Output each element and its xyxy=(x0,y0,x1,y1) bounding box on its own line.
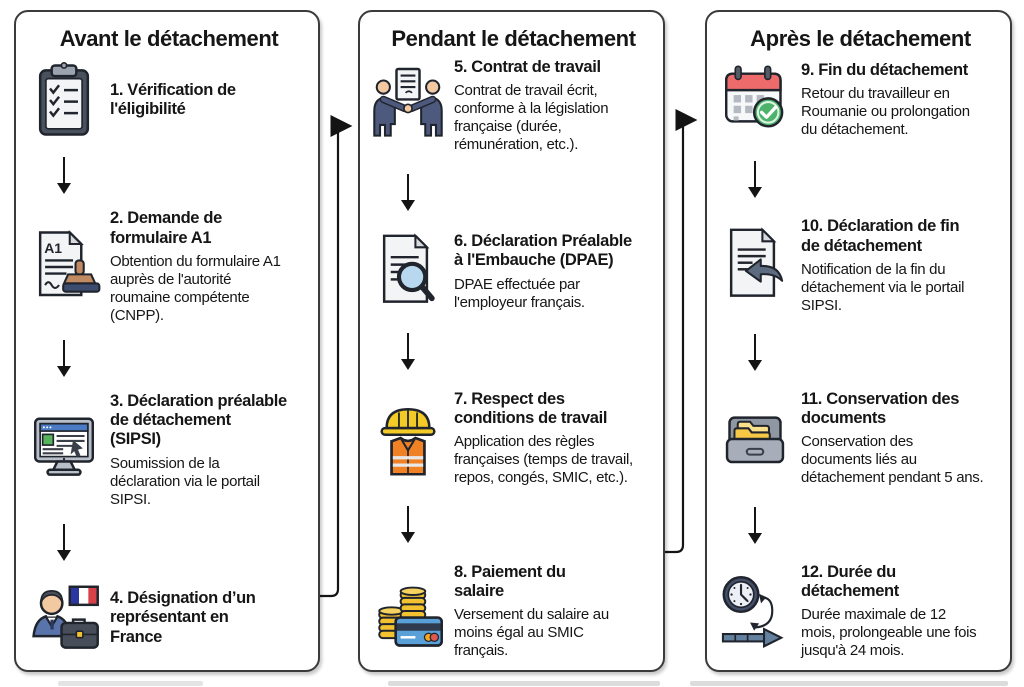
step-text: 7. Respect des conditions de travail App… xyxy=(454,390,657,487)
down-arrow-icon xyxy=(717,333,793,371)
step-3: 3. Déclaration préalable de détachement … xyxy=(26,392,312,508)
clipboard-checklist-icon xyxy=(26,58,102,142)
step-title: 9. Fin du détachement xyxy=(801,60,968,79)
computer-portal-icon xyxy=(26,408,102,492)
panel-title: Après le détachement xyxy=(750,26,971,51)
panel-avant: Avant le détachement xyxy=(14,10,320,672)
step-11: 11. Conservation des documents Conservat… xyxy=(717,390,1004,487)
step-text: 5. Contrat de travail Contrat de travail… xyxy=(454,58,657,154)
step-text: 4. Désignation d’un représentant en Fran… xyxy=(110,589,312,646)
step-body: Application des règles françaises (temps… xyxy=(454,432,633,486)
step-12: 12. Durée du détachement Durée maximale … xyxy=(717,563,1004,660)
step-6: 6. Déclaration Préalable à l'Embauche (D… xyxy=(370,230,657,314)
panel-pendant: Pendant le détachement xyxy=(358,10,665,672)
steps-pendant: 5. Contrat de travail Contrat de travail… xyxy=(370,58,657,660)
connector-avant-to-pendant xyxy=(320,115,353,598)
archive-folders-icon xyxy=(717,397,793,481)
step-2: A1 2. Demande de formulaire A1 Obtention… xyxy=(26,209,312,324)
step-title: 7. Respect des conditions de travail xyxy=(454,389,608,427)
down-arrow-icon xyxy=(370,333,446,371)
down-arrow-icon xyxy=(370,173,446,211)
representative-french-flag-icon xyxy=(26,576,102,660)
step-body: DPAE effectuée par l'employeur français. xyxy=(454,275,585,311)
down-arrow-icon xyxy=(370,506,446,544)
step-title: 8. Paiement du salaire xyxy=(454,562,566,600)
step-text: 9. Fin du détachement Retour du travaill… xyxy=(801,61,1004,139)
a1-form-stamp-icon: A1 xyxy=(26,225,102,309)
document-magnifier-icon xyxy=(370,230,446,314)
step-title: 12. Durée du détachement xyxy=(801,562,899,600)
step-8: 8. Paiement du salaire Versement du sala… xyxy=(370,563,657,660)
step-title: 4. Désignation d’un représentant en Fran… xyxy=(110,589,256,646)
connector-pendant-to-apres xyxy=(665,109,698,554)
step-title: 5. Contrat de travail xyxy=(454,58,601,76)
step-10: 10. Déclaration de fin de détachement No… xyxy=(717,217,1004,314)
handshake-contract-icon xyxy=(370,64,446,148)
step-text: 10. Déclaration de fin de détachement No… xyxy=(801,217,1004,314)
step-text: 6. Déclaration Préalable à l'Embauche (D… xyxy=(454,232,657,311)
step-body: Contrat de travail écrit, conforme à la … xyxy=(454,82,609,154)
step-title: 2. Demande de formulaire A1 xyxy=(110,209,222,247)
down-arrow-icon xyxy=(26,339,102,377)
step-body: Obtention du formulaire A1 auprès de l'a… xyxy=(110,252,281,324)
panel-title: Avant le détachement xyxy=(59,26,279,51)
bottom-watermark-strip xyxy=(58,681,203,686)
steps-avant: 1. Vérification de l'éligibilité A1 xyxy=(26,58,312,660)
step-1: 1. Vérification de l'éligibilité xyxy=(26,58,312,142)
panel-title: Pendant le détachement xyxy=(391,26,636,51)
step-title: 1. Vérification de l'éligibilité xyxy=(110,80,236,118)
steps-apres: 9. Fin du détachement Retour du travaill… xyxy=(717,58,1004,660)
document-return-arrow-icon xyxy=(717,224,793,308)
step-text: 2. Demande de formulaire A1 Obtention du… xyxy=(110,209,312,324)
coins-bank-card-icon xyxy=(370,569,446,653)
step-text: 8. Paiement du salaire Versement du sala… xyxy=(454,563,657,660)
step-7: 7. Respect des conditions de travail App… xyxy=(370,390,657,487)
calendar-check-icon xyxy=(717,58,793,142)
step-body: Versement du salaire au moins égal au SM… xyxy=(454,605,609,659)
clock-timeline-icon xyxy=(717,569,793,653)
step-body: Retour du travailleur en Roumanie ou pro… xyxy=(801,85,970,139)
step-text: 1. Vérification de l'éligibilité xyxy=(110,81,312,119)
down-arrow-icon xyxy=(717,506,793,544)
step-text: 3. Déclaration préalable de détachement … xyxy=(110,392,312,508)
bottom-watermark-strip xyxy=(388,681,660,686)
down-arrow-icon xyxy=(26,523,102,561)
step-4: 4. Désignation d’un représentant en Fran… xyxy=(26,576,312,660)
step-title: 6. Déclaration Préalable à l'Embauche (D… xyxy=(454,232,632,270)
step-body: Durée maximale de 12 mois, prolongeable … xyxy=(801,605,977,659)
step-title: 11. Conservation des documents xyxy=(801,390,960,428)
svg-text:A1: A1 xyxy=(44,240,62,256)
step-title: 10. Déclaration de fin de détachement xyxy=(801,217,960,255)
step-title: 3. Déclaration préalable de détachement … xyxy=(110,392,287,449)
step-body: Soumission de la déclaration via le port… xyxy=(110,454,260,508)
hardhat-safety-vest-icon xyxy=(370,396,446,480)
down-arrow-icon xyxy=(717,161,793,199)
step-text: 11. Conservation des documents Conservat… xyxy=(801,390,1004,487)
step-9: 9. Fin du détachement Retour du travaill… xyxy=(717,58,1004,142)
panel-apres: Après le détachement xyxy=(705,10,1012,672)
step-body: Conservation des documents liés au détac… xyxy=(801,433,984,487)
step-text: 12. Durée du détachement Durée maximale … xyxy=(801,563,1004,660)
step-body: Notification de la fin du détachement vi… xyxy=(801,260,965,314)
step-5: 5. Contrat de travail Contrat de travail… xyxy=(370,58,657,154)
down-arrow-icon xyxy=(26,157,102,195)
bottom-watermark-strip xyxy=(690,681,1008,686)
